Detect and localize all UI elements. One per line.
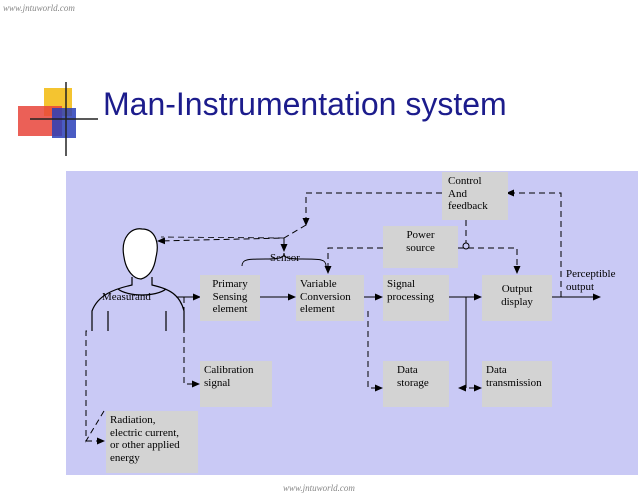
human-figure-icon: [91, 228, 185, 331]
radiation-energy-box: Radiation,electric current,or other appl…: [106, 411, 198, 473]
sensor-label: Sensor: [270, 252, 300, 264]
slide-logo-decoration: [18, 82, 98, 156]
watermark-bottom: www.jntuworld.com: [283, 483, 355, 493]
measurand-label: Measurand: [102, 291, 151, 303]
diagram-connectors: [85, 189, 601, 445]
slide-title: Man-Instrumentation system: [103, 86, 507, 122]
watermark-top: www.jntuworld.com: [3, 3, 75, 13]
